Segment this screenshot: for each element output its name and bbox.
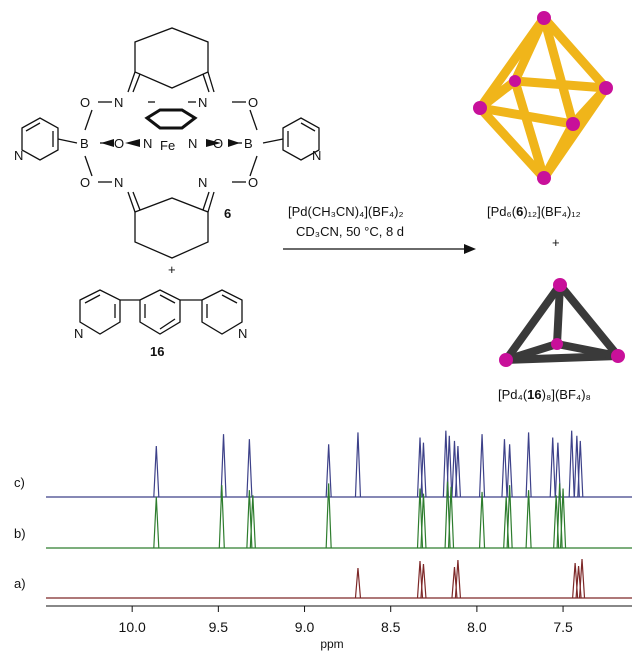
compound-6-wedges	[101, 139, 240, 147]
nmr-peak	[454, 559, 462, 599]
nmr-peak	[249, 495, 256, 549]
plus-products: +	[552, 235, 560, 250]
nmr-peak	[420, 563, 427, 599]
atom-n-bottom-left: N	[114, 175, 123, 190]
nmr-spectrum: c) b) a) 10.0 9.5 9.0 8.5 8.0 7.5 ppm	[14, 430, 632, 651]
nmr-peak	[454, 445, 462, 498]
reaction-arrow-head	[464, 244, 476, 254]
atom-fe: Fe	[160, 138, 175, 153]
nmr-peak	[420, 493, 427, 549]
x-tick-label: 9.5	[209, 619, 229, 635]
nmr-peak	[478, 434, 486, 498]
nmr-peak	[501, 439, 508, 498]
nmr-peak	[420, 442, 427, 498]
octahedral-cage	[473, 11, 613, 185]
compound-6-cap	[144, 108, 198, 130]
atom-o-mid-right: O	[213, 136, 223, 151]
nmr-peak	[446, 435, 453, 498]
x-tick-label: 8.0	[467, 619, 487, 635]
atom-o-bottom-right: O	[248, 175, 258, 190]
plus-reactants: +	[168, 262, 176, 277]
nmr-peak	[354, 567, 362, 599]
nmr-peak	[220, 434, 227, 498]
compound-16-number: 16	[150, 344, 164, 359]
atom-n-top-left: N	[114, 95, 123, 110]
trace-label: a)	[14, 576, 26, 591]
nmr-peak	[325, 444, 332, 498]
nmr-peak	[506, 485, 513, 549]
compound-6-number: 6	[224, 206, 231, 221]
nmr-peak	[525, 490, 532, 549]
trace-label: c)	[14, 475, 25, 490]
nmr-peak	[549, 437, 556, 498]
x-tick-label: 10.0	[119, 619, 146, 635]
nmr-peak	[568, 430, 575, 498]
nmr-peak	[246, 439, 253, 498]
atom-o-top-left: O	[80, 95, 90, 110]
nmr-peak	[525, 432, 532, 498]
nmr-peak	[354, 432, 362, 498]
nmr-peak	[325, 483, 332, 549]
x-tick-label: 7.5	[553, 619, 573, 635]
nmr-peak	[506, 444, 513, 498]
nmr-peak	[153, 496, 160, 549]
compound-16-structure	[79, 289, 243, 335]
compound-6-structure	[21, 27, 320, 259]
atom-n-bottom-right: N	[198, 175, 207, 190]
atom-o-bottom-left: O	[80, 175, 90, 190]
x-tick-label: 9.0	[295, 619, 315, 635]
product-1-formula: [Pd₆(6)₁₂](BF₄)₁₂	[487, 204, 581, 219]
nmr-peak	[554, 442, 561, 498]
atom-n-16-left: N	[74, 326, 83, 341]
atom-n-mid-left: N	[143, 136, 152, 151]
nmr-peak	[447, 486, 455, 549]
atom-o-mid-left: O	[114, 136, 124, 151]
atom-n-top-right: N	[198, 95, 207, 110]
atom-b-right: B	[244, 136, 253, 151]
nmr-peak	[578, 558, 586, 599]
nmr-peak	[577, 440, 584, 498]
compound-6-atoms: O N N O B O N Fe N O B O N N O N N	[14, 95, 321, 190]
conditions-text: CD₃CN, 50 °C, 8 d	[296, 224, 404, 239]
tetrahedral-cage	[499, 278, 625, 367]
atom-n-pyridine-right: N	[312, 148, 321, 163]
atom-o-top-right: O	[248, 95, 258, 110]
x-axis-label: ppm	[320, 637, 343, 651]
nmr-peak	[218, 485, 225, 549]
nmr-peak	[559, 488, 567, 549]
atom-n-pyridine-left: N	[14, 148, 23, 163]
nmr-peak	[478, 491, 486, 549]
x-tick-label: 8.5	[381, 619, 401, 635]
nmr-peak	[153, 445, 160, 498]
atom-n-16-right: N	[238, 326, 247, 341]
atom-b-left: B	[80, 136, 89, 151]
reagent-text: [Pd(CH₃CN)₄](BF₄)₂	[288, 204, 404, 219]
atom-n-mid-right: N	[188, 136, 197, 151]
trace-label: b)	[14, 526, 26, 541]
product-2-formula: [Pd₄(16)₈](BF₄)₈	[498, 387, 591, 402]
